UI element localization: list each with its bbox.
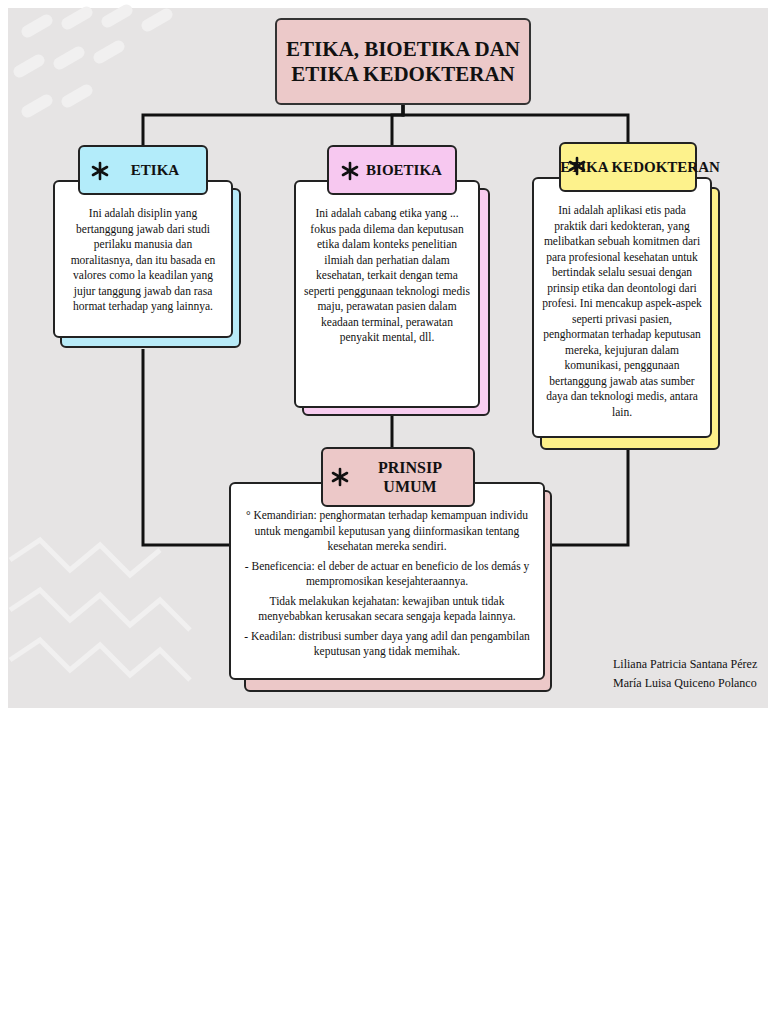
star-symbol <box>93 163 107 179</box>
connector-line <box>403 105 628 142</box>
header-text: ETIKA <box>131 162 179 179</box>
connector-line <box>143 105 403 145</box>
body-text: Ini adalah disiplin yang bertanggung jaw… <box>63 206 223 315</box>
concept-card: Ini adalah disiplin yang bertanggung jaw… <box>53 145 241 349</box>
card-body: Ini adalah cabang etika yang ... fokus p… <box>294 180 480 408</box>
body-text: Ini adalah aplikasi etis pada praktik da… <box>542 203 702 420</box>
body-text: - Keadilan: distribusi sumber daya yang … <box>239 629 535 660</box>
card-header: PRINSIP UMUM <box>321 447 475 507</box>
connector-line <box>391 416 394 447</box>
body-text: - Beneficencia: el deber de actuar en be… <box>239 559 535 590</box>
card-body: ° Kemandirian: penghormatan terhadap kem… <box>229 482 545 680</box>
card-header: ETIKA <box>78 145 208 195</box>
title-text: ETIKA, BIOETIKA DAN ETIKA KEDOKTERAN <box>283 37 523 85</box>
connector-line <box>552 450 628 545</box>
dash-pattern <box>11 2 174 119</box>
author-label: Liliana Patricia Santana Pérez <box>613 657 757 672</box>
title-box: ETIKA, BIOETIKA DAN ETIKA KEDOKTERAN <box>275 18 531 105</box>
concept-card: Ini adalah cabang etika yang ... fokus p… <box>294 145 490 416</box>
card-header: ETIKA KEDOKTERAN <box>559 142 697 192</box>
connector-line <box>392 105 403 145</box>
star-symbol <box>343 163 357 179</box>
star-symbol <box>333 469 347 485</box>
star-symbol <box>570 158 584 174</box>
body-text: ° Kemandirian: penghormatan terhadap kem… <box>239 508 535 555</box>
body-text: Ini adalah cabang etika yang ... fokus p… <box>304 206 470 346</box>
concept-card: ° Kemandirian: penghormatan terhadap kem… <box>229 447 552 692</box>
connector-line <box>143 349 229 545</box>
header-text: BIOETIKA <box>366 162 442 179</box>
author-label: María Luisa Quiceno Polanco <box>613 676 757 691</box>
card-body: Ini adalah aplikasi etis pada praktik da… <box>532 177 712 438</box>
body-text: Tidak melakukan kejahatan: kewajiban unt… <box>239 594 535 625</box>
card-body: Ini adalah disiplin yang bertanggung jaw… <box>53 180 233 338</box>
zigzag-pattern <box>10 540 190 680</box>
concept-card: Ini adalah aplikasi etis pada praktik da… <box>532 142 720 450</box>
card-header: BIOETIKA <box>327 145 457 195</box>
header-text: PRINSIP UMUM <box>370 458 450 496</box>
header-text: ETIKA KEDOKTERAN <box>560 159 720 176</box>
